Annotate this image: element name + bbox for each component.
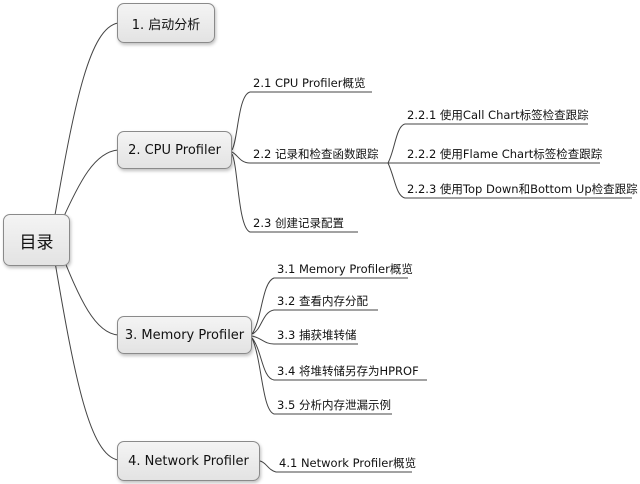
branch-label-4: 4. Network Profiler	[128, 453, 249, 469]
branch-label-2: 2. CPU Profiler	[128, 142, 221, 158]
branch-node-4[interactable]: 4. Network Profiler	[117, 441, 260, 481]
branch-node-3[interactable]: 3. Memory Profiler	[117, 316, 252, 354]
connector-b3-c3	[251, 335, 358, 345]
root-node[interactable]: 目录	[3, 214, 70, 266]
leaf-3-5[interactable]: 3.5 分析内存泄漏示例	[277, 398, 391, 412]
leaf-2-3[interactable]: 2.3 创建记录配置	[253, 216, 344, 230]
connector-root-b1	[54, 22, 119, 216]
connector-b4-c1	[259, 460, 412, 473]
connector-b3-c1	[251, 277, 408, 335]
branch-node-1[interactable]: 1. 启动分析	[117, 3, 215, 43]
connector-c22-g1	[387, 123, 588, 164]
leaf-2-2-2[interactable]: 2.2.2 使用Flame Chart标签检查跟踪	[407, 147, 603, 161]
connector-c22-g3	[387, 162, 632, 199]
leaf-2-2-3[interactable]: 2.2.3 使用Top Down和Bottom Up检查跟踪	[407, 182, 638, 196]
connector-b3-c4	[251, 337, 427, 381]
leaf-3-3[interactable]: 3.3 捕获堆转储	[277, 328, 357, 342]
branch-node-2[interactable]: 2. CPU Profiler	[117, 131, 232, 169]
connector-root-b2	[59, 149, 119, 226]
branch-label-1: 1. 启动分析	[131, 17, 201, 33]
connector-root-b4	[54, 261, 119, 461]
connector-b2-c3	[231, 153, 358, 233]
leaf-3-2[interactable]: 3.2 查看内存分配	[277, 294, 368, 308]
connector-root-b3	[59, 249, 119, 336]
root-label: 目录	[19, 232, 54, 253]
leaf-2-2-1[interactable]: 2.2.1 使用Call Chart标签检查跟踪	[407, 108, 589, 122]
leaf-2-2[interactable]: 2.2 记录和检查函数跟踪	[253, 147, 379, 161]
connector-b3-c2	[251, 309, 378, 335]
leaf-4-1[interactable]: 4.1 Network Profiler概览	[279, 456, 417, 470]
leaf-2-1[interactable]: 2.1 CPU Profiler概览	[253, 76, 366, 90]
branch-label-3: 3. Memory Profiler	[124, 327, 245, 343]
leaf-3-4[interactable]: 3.4 将堆转储另存为HPROF	[277, 364, 419, 378]
leaf-3-1[interactable]: 3.1 Memory Profiler概览	[277, 262, 413, 276]
connector-b3-c5	[251, 337, 392, 415]
connector-b2-c1	[231, 91, 372, 151]
connector-b2-c2	[231, 151, 388, 164]
